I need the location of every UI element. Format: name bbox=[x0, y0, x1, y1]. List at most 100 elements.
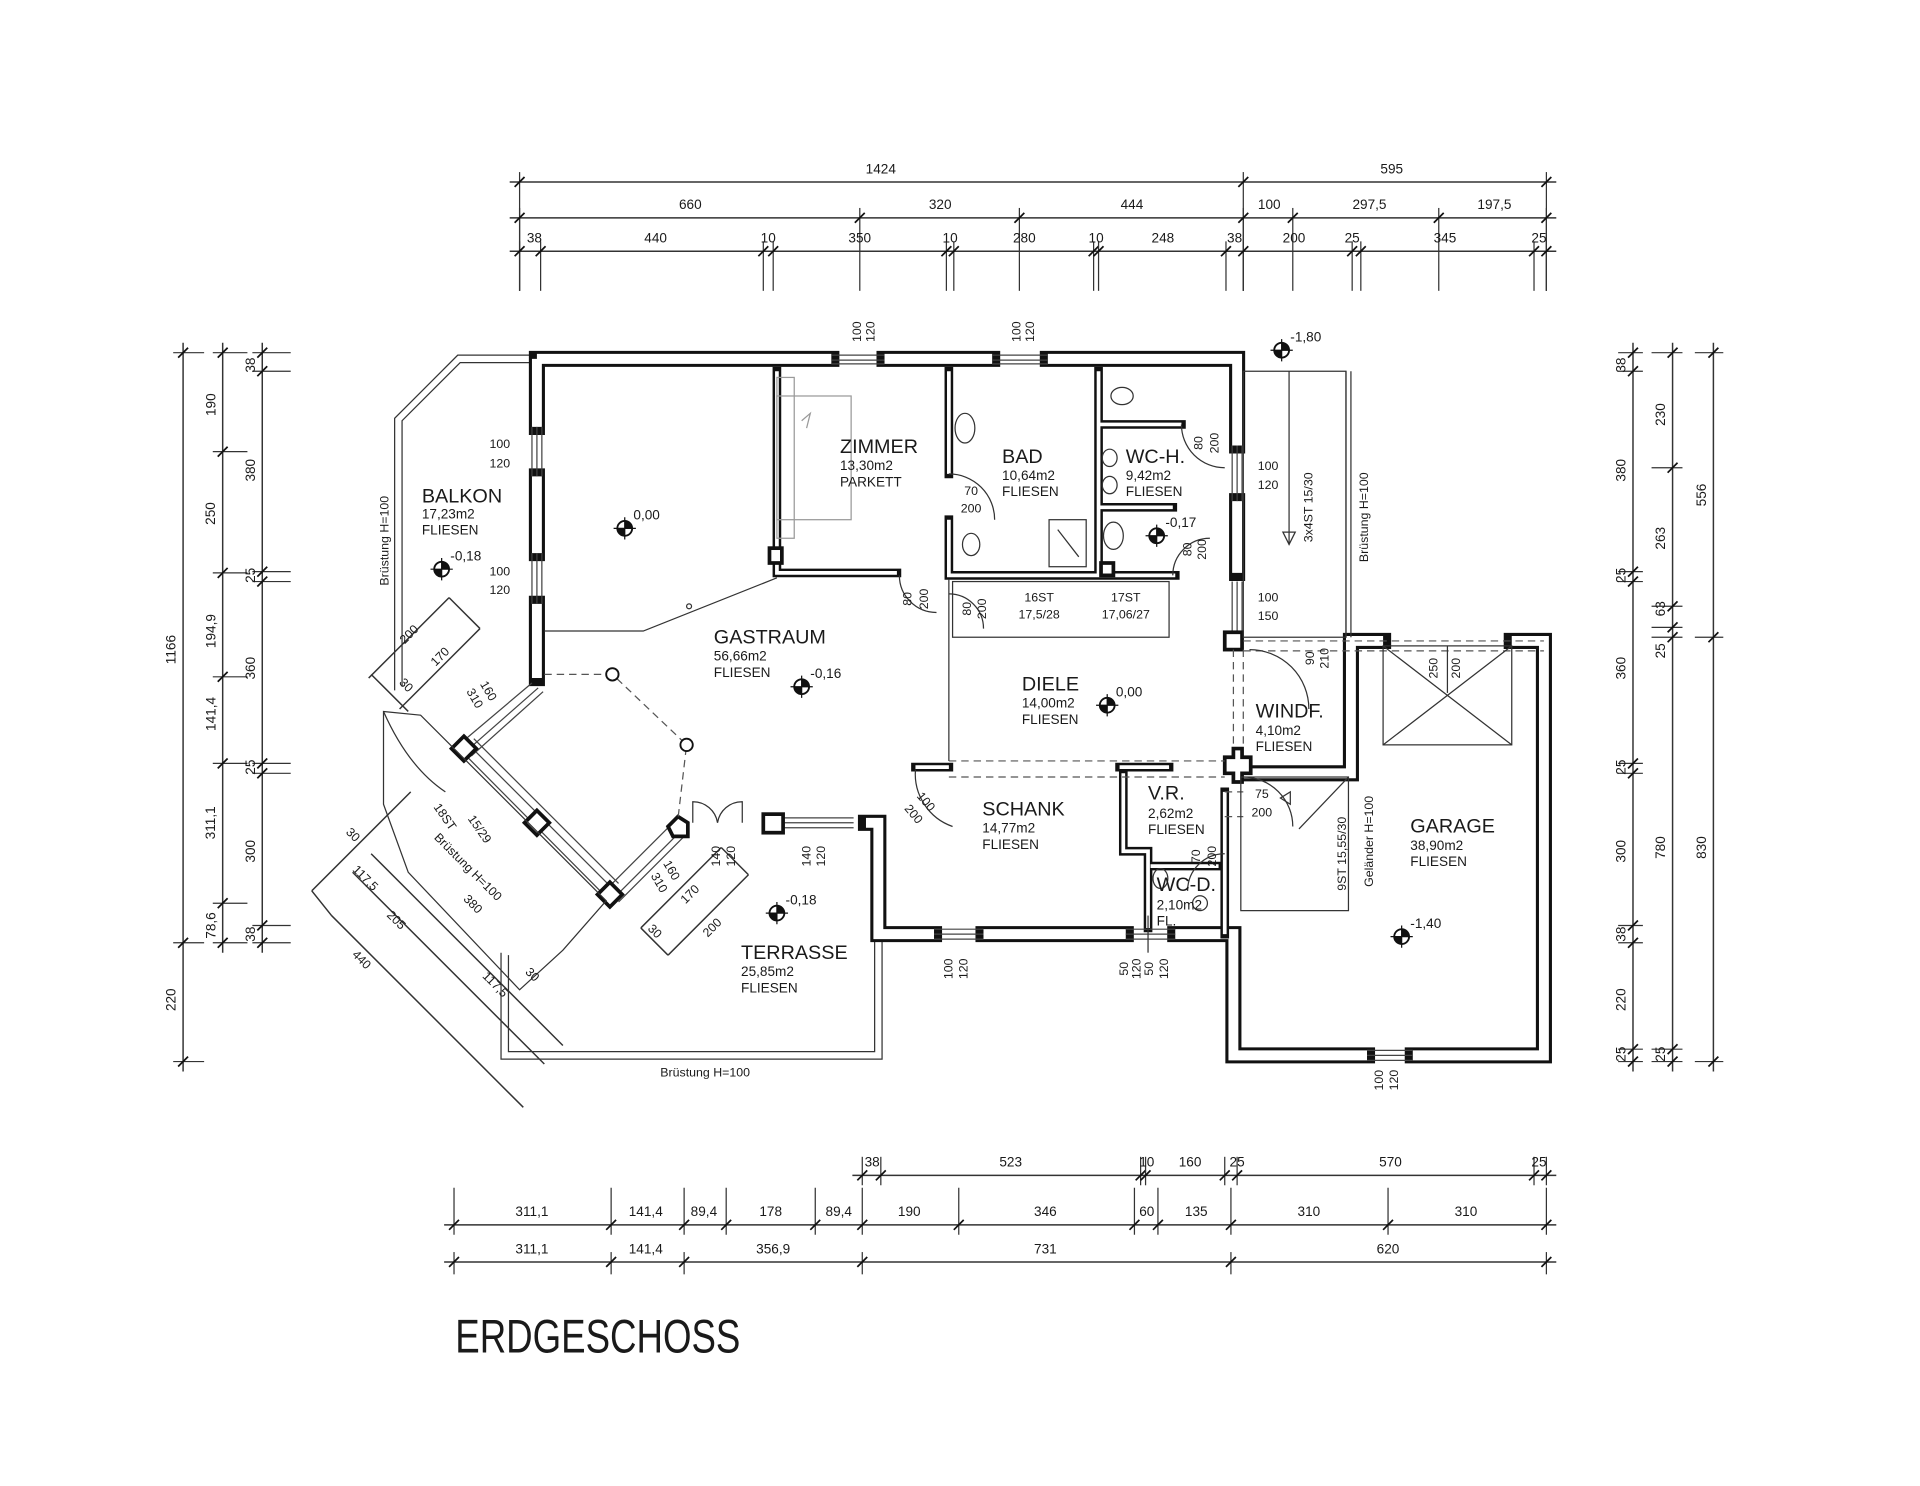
annotation-label: 80 bbox=[901, 592, 915, 606]
room-area: 14,77m2 bbox=[982, 821, 1035, 836]
dimension-tick bbox=[1627, 937, 1639, 949]
level-value: -1,80 bbox=[1290, 330, 1321, 345]
room-vr: V.R. 2,62m2 FLIESEN bbox=[1148, 782, 1205, 837]
dimension-label: 300 bbox=[1614, 839, 1629, 862]
dimension-tick bbox=[678, 1256, 690, 1268]
pillars bbox=[448, 546, 1253, 910]
dimension-label: 10 bbox=[943, 231, 959, 246]
dimension-tick bbox=[256, 937, 268, 949]
level-value: -0,17 bbox=[1165, 515, 1196, 530]
level-marker: -0,17 bbox=[1145, 515, 1196, 547]
room-garage: GARAGE 38,90m2 FLIESEN bbox=[1410, 816, 1495, 869]
dimension-tick bbox=[1237, 245, 1249, 257]
dimension-label: 38 bbox=[1227, 231, 1242, 246]
dimension-tick bbox=[1287, 212, 1299, 224]
level-marker: -0,16 bbox=[790, 666, 841, 698]
dimension-tick bbox=[1013, 212, 1025, 224]
dimension-tick bbox=[1540, 1219, 1552, 1231]
annotation-label: 380 bbox=[461, 892, 486, 917]
dimension-tick bbox=[177, 347, 189, 359]
room-area: 13,30m2 bbox=[840, 458, 893, 473]
dimension-label: 25 bbox=[1531, 231, 1546, 246]
level-marker: -1,80 bbox=[1270, 330, 1322, 362]
dimension-tick bbox=[1707, 1055, 1719, 1068]
dimension-label: 346 bbox=[1034, 1204, 1057, 1219]
dimension-label: 440 bbox=[644, 231, 667, 246]
dimension-tick bbox=[217, 347, 229, 359]
dimension-label: 38 bbox=[243, 927, 258, 942]
room-name: GARAGE bbox=[1410, 816, 1495, 838]
annotation-label: 250 bbox=[1427, 658, 1441, 679]
room-area: 9,42m2 bbox=[1126, 468, 1171, 483]
annotation-label: Brüstung H=100 bbox=[1357, 472, 1371, 562]
dimension-tick bbox=[1220, 245, 1232, 257]
room-name: WC-D. bbox=[1157, 874, 1216, 896]
dimension-tick bbox=[1627, 919, 1639, 932]
annotation-label: 205 bbox=[384, 908, 409, 933]
dimension-label: 141,4 bbox=[629, 1204, 663, 1219]
dimension-label: 10 bbox=[1139, 1155, 1155, 1170]
dimension-tick bbox=[1627, 767, 1639, 779]
annotation-label: 90 bbox=[1303, 651, 1317, 665]
dimension-label: 60 bbox=[1139, 1204, 1155, 1219]
dimension-label: 25 bbox=[1653, 1047, 1668, 1062]
room-wc-d: WC-D. 2,10m2 FL. bbox=[1157, 874, 1216, 929]
dimension-tick bbox=[1627, 347, 1639, 359]
doors[interactable] bbox=[692, 424, 1310, 891]
dimension-tick bbox=[256, 365, 268, 377]
room-name: WC-H. bbox=[1126, 446, 1185, 468]
room-bad: BAD 10,64m2 FLIESEN bbox=[1002, 446, 1059, 499]
annotation-label: 120 bbox=[724, 846, 738, 867]
level-marker-cross bbox=[613, 517, 636, 540]
dimension-tick bbox=[1528, 245, 1540, 257]
dimension-label: 360 bbox=[243, 656, 258, 679]
dimension-tick bbox=[514, 245, 526, 257]
annotation-label: 120 bbox=[1023, 321, 1037, 342]
drawing-title: ERDGESCHOSS bbox=[455, 1310, 740, 1362]
annotation-label: 200 bbox=[397, 622, 422, 647]
dimension-tick bbox=[1540, 212, 1552, 224]
dimension-tick bbox=[1152, 1219, 1164, 1231]
level-marker: -0,18 bbox=[430, 549, 481, 581]
dimension-label: 10 bbox=[761, 231, 777, 246]
dimension-label: 380 bbox=[243, 458, 258, 481]
dimension-label: 78,6 bbox=[203, 912, 218, 938]
dimension-label: 731 bbox=[1034, 1241, 1057, 1256]
room-name: WINDF. bbox=[1256, 701, 1324, 723]
room-name: GASTRAUM bbox=[714, 626, 826, 648]
dimension-label: 194,9 bbox=[203, 614, 218, 648]
dimension-tick bbox=[256, 919, 268, 932]
dimension-label: 25 bbox=[1614, 1047, 1629, 1062]
room-area: 25,85m2 bbox=[741, 964, 794, 979]
dimension-tick bbox=[1540, 1256, 1552, 1268]
dimension-tick bbox=[217, 897, 229, 909]
dimension-label: 38 bbox=[1614, 357, 1629, 372]
annotation-label: 100 bbox=[1258, 459, 1279, 473]
level-value: 0,00 bbox=[633, 508, 660, 523]
annotation-label: 70 bbox=[1189, 849, 1203, 863]
dimension-tick bbox=[1627, 1055, 1639, 1068]
dimension-label: 830 bbox=[1694, 836, 1709, 859]
level-marker-cross bbox=[430, 558, 453, 581]
dimension-tick bbox=[1667, 1043, 1679, 1055]
annotation-label: 9ST 15,55/30 bbox=[1335, 817, 1349, 891]
dimension-tick bbox=[1707, 347, 1719, 359]
room-area: 2,62m2 bbox=[1148, 806, 1193, 821]
dimension-label: 10 bbox=[1089, 231, 1105, 246]
garage-door[interactable] bbox=[1382, 645, 1513, 746]
dimension-tick bbox=[953, 1219, 965, 1231]
dimension-label: 297,5 bbox=[1352, 197, 1386, 212]
level-marker: -0,18 bbox=[765, 892, 817, 925]
room-name: V.R. bbox=[1148, 782, 1185, 804]
level-marker: 0,00 bbox=[613, 508, 660, 540]
dimension-label: 38 bbox=[1614, 927, 1629, 942]
dimension-label: 280 bbox=[1013, 231, 1036, 246]
dimension-tick bbox=[856, 1219, 868, 1231]
room-floor: FLIESEN bbox=[741, 980, 798, 995]
annotation-label: 30 bbox=[523, 965, 543, 985]
balcony-railing bbox=[394, 354, 530, 691]
level-value: 0,00 bbox=[1116, 685, 1143, 700]
dimension-label: 38 bbox=[865, 1155, 880, 1170]
